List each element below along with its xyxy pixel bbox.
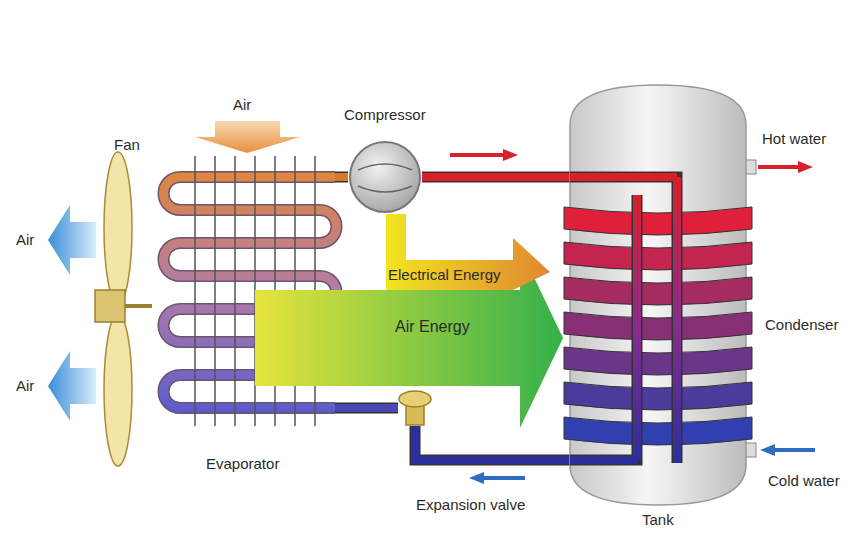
air-out-arrow [48, 205, 96, 275]
refrigerant-pipe [335, 177, 348, 178]
fan-label: Fan [114, 136, 140, 154]
node-text: Expansion valve [416, 496, 525, 514]
hot-water-outlet [745, 160, 813, 174]
pipe [335, 404, 398, 412]
pipe-outline [415, 426, 570, 460]
flow-arrow [450, 149, 518, 161]
hot-water-label: Hot water [762, 130, 826, 148]
pipe [422, 173, 570, 181]
valve-symbol [398, 390, 432, 426]
energy-arrow: Electrical Energy [378, 214, 550, 290]
compressor: Compressor [348, 140, 422, 214]
tank: Tank [570, 85, 746, 505]
pipe [335, 173, 348, 181]
air-in-arrow [195, 121, 300, 153]
air-label: Air [16, 231, 34, 249]
air-out-arrow [48, 351, 96, 421]
node-text: Compressor [344, 106, 426, 124]
condenser-label: Condenser [765, 316, 838, 334]
air-label: Air [16, 377, 34, 395]
flow-arrow [469, 472, 525, 484]
refrigerant-pipe [422, 177, 570, 178]
pipe-outline [422, 172, 570, 183]
fan [95, 152, 152, 466]
pipe [415, 426, 570, 460]
refrigerant-pipe [415, 426, 570, 460]
pipe-outline [335, 172, 348, 183]
air-label: Air [233, 96, 251, 114]
cold-water-inlet [745, 443, 815, 457]
node-text: Evaporator [206, 455, 279, 473]
node-text: Air Energy [395, 318, 470, 336]
refrigerant-pipe [335, 408, 398, 409]
expansion-valve: Expansion valve [398, 390, 432, 426]
node-text: Tank [642, 511, 674, 529]
compressor-symbol [348, 140, 422, 214]
pipe-outline [335, 403, 398, 414]
node-text: Electrical Energy [388, 266, 501, 284]
tank-body [570, 85, 746, 505]
cold-water-label: Cold water [768, 472, 840, 490]
